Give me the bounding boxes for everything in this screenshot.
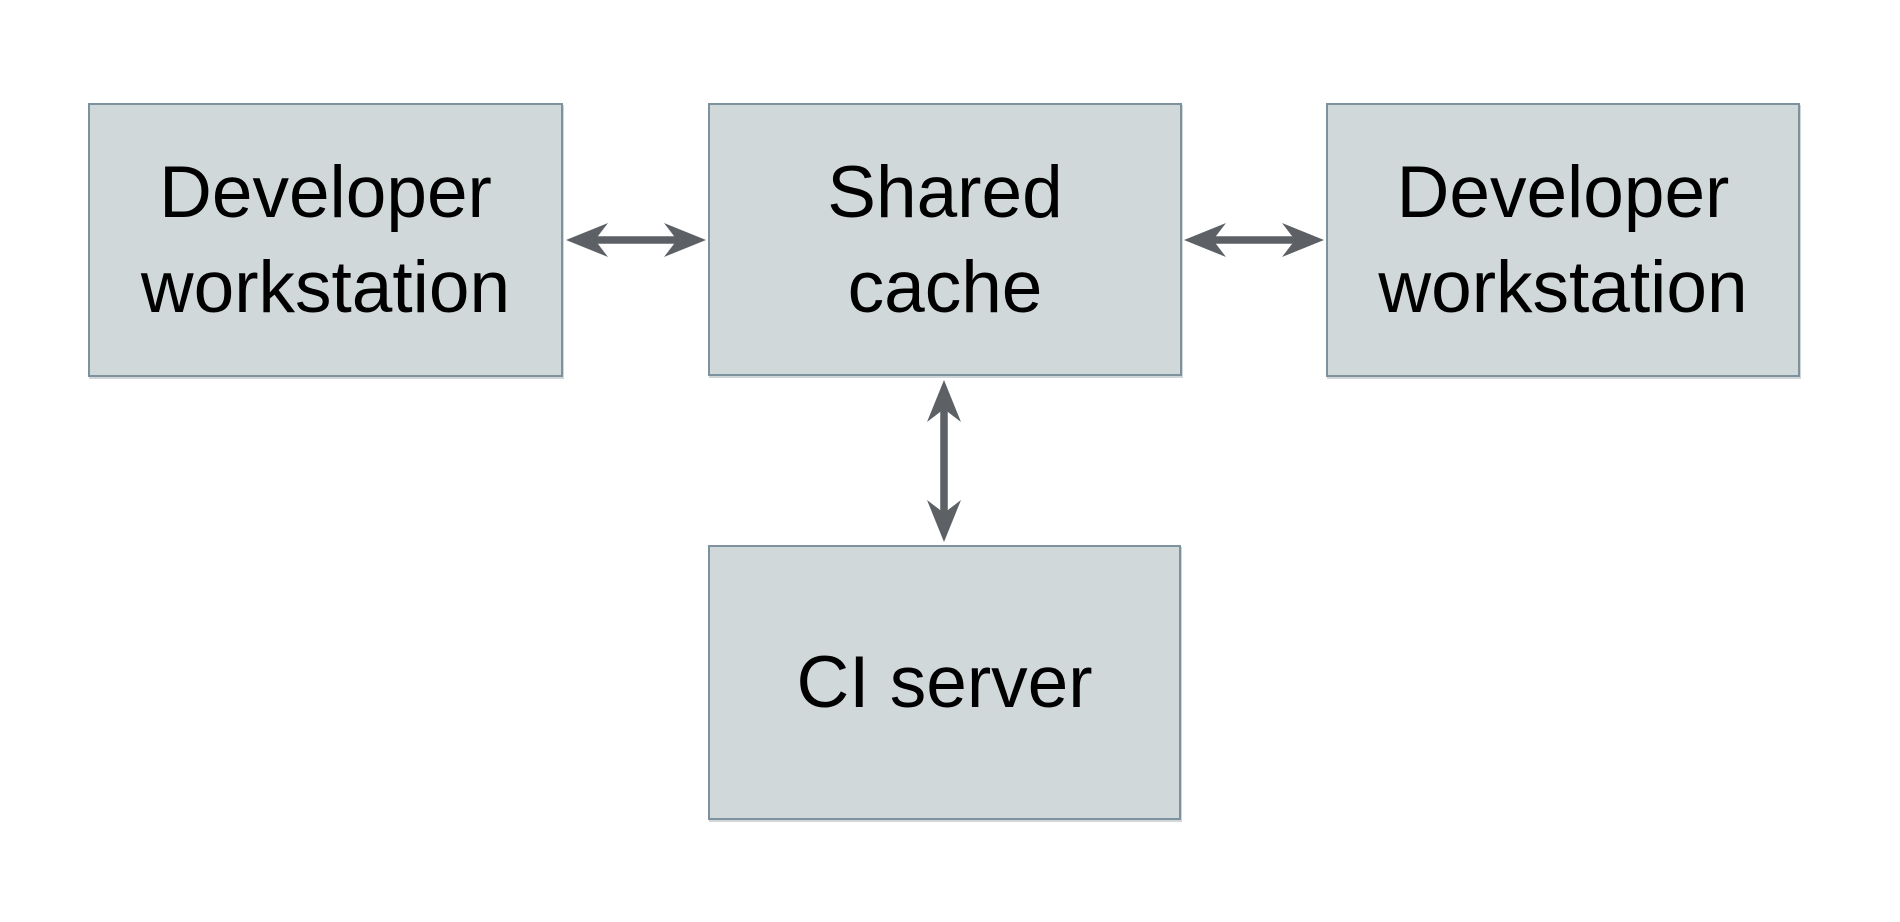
node-developer-workstation-right: Developer workstation xyxy=(1326,103,1800,377)
label-line: workstation xyxy=(1378,247,1748,328)
node-label: CI server xyxy=(796,635,1092,730)
double-arrow-cache-right-workstation xyxy=(1184,223,1324,257)
label-line: Developer xyxy=(159,152,492,233)
node-label: Shared cache xyxy=(827,145,1062,335)
label-line: cache xyxy=(847,246,1043,328)
label-line: Developer xyxy=(1396,152,1730,233)
node-label: Developer workstation xyxy=(141,145,510,335)
label-line: workstation xyxy=(140,247,511,328)
double-arrow-left-workstation-cache xyxy=(566,223,706,257)
label-line: Shared xyxy=(827,151,1063,233)
label-line: CI server xyxy=(796,642,1093,723)
node-label: Developer workstation xyxy=(1378,145,1747,335)
node-ci-server: CI server xyxy=(708,545,1181,820)
double-arrow-cache-ci-server xyxy=(927,380,961,542)
node-developer-workstation-left: Developer workstation xyxy=(88,103,563,377)
node-shared-cache: Shared cache xyxy=(708,103,1182,376)
